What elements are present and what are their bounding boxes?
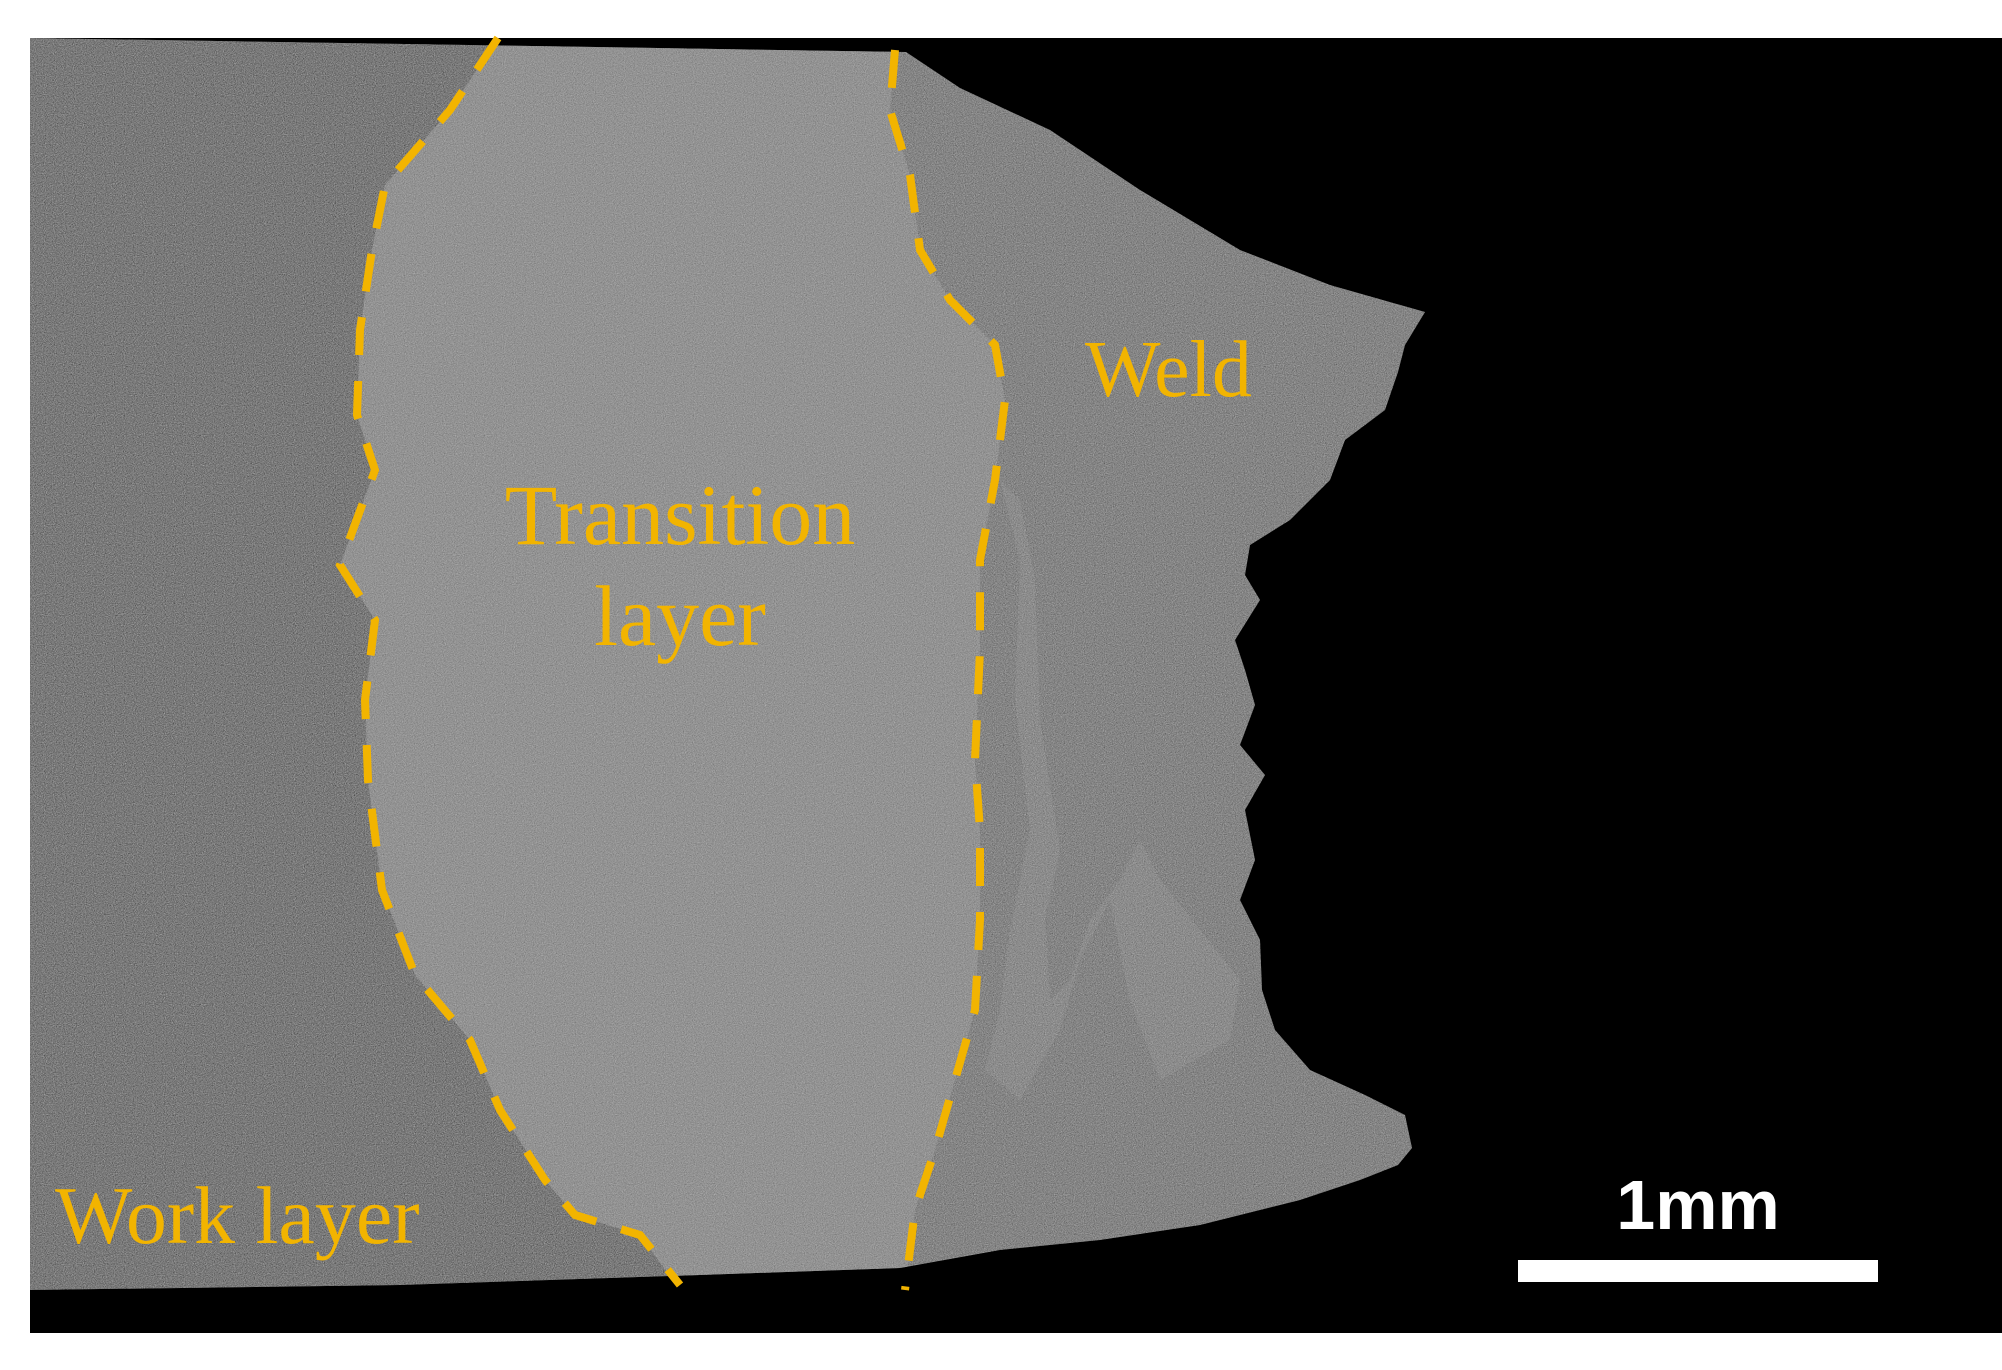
transition-layer-label: Transition layer [504, 467, 856, 664]
scale-bar [1518, 1260, 1878, 1282]
transition-weld-boundary [885, 49, 1010, 1291]
scale-bar-label: 1mm [1616, 1166, 1780, 1244]
work-transition-boundary [335, 35, 684, 1288]
work-layer-label: Work layer [55, 1170, 420, 1261]
weld-label: Weld [1085, 326, 1252, 414]
